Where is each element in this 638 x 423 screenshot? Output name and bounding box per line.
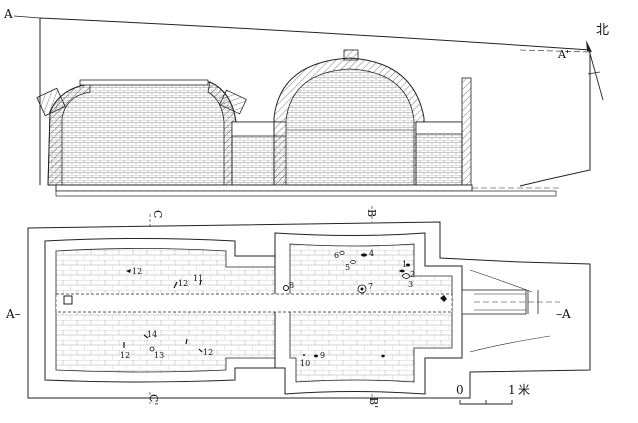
- north-arrow: 北: [586, 23, 609, 101]
- plan-label-a-right: –A: [556, 307, 571, 321]
- artifact-numbers: 1 2 3 4 5 6 7 8 9 10 11 12 12 12 12 13 1…: [120, 249, 415, 368]
- artifact-label: 8: [289, 281, 294, 290]
- artifact-label: 14: [147, 330, 157, 339]
- section-label-a-prime: A': [557, 48, 569, 61]
- east-chamber-elevation: [273, 49, 425, 186]
- elevation-section: [13, 15, 591, 197]
- scale-bar: 0 1 米: [456, 383, 530, 405]
- artifact-label: 9: [320, 351, 325, 360]
- artifact-label: 13: [154, 351, 164, 360]
- north-label: 北: [596, 23, 609, 38]
- artifact-mark: [143, 334, 149, 339]
- artifact-mark: [199, 279, 202, 286]
- artifact-label: 11: [193, 274, 203, 283]
- artifact-label: 2: [410, 270, 415, 279]
- section-labels: A A' B B' C C' A– –A: [3, 7, 571, 408]
- plan-outer-outline: [27, 221, 591, 399]
- arrow-head-icon: [586, 40, 592, 52]
- artifact-mark: [401, 273, 411, 279]
- artifact-label: 12: [178, 279, 188, 288]
- scale-unit: 米: [518, 383, 530, 397]
- scale-one: 1: [508, 383, 516, 397]
- artifact-mark: [185, 338, 188, 345]
- central-channel: [55, 293, 453, 313]
- artifact-label: 10: [300, 359, 310, 368]
- section-label-c-prime: C': [147, 394, 160, 405]
- artifact-mark: [198, 348, 203, 353]
- artifact-mark: [350, 260, 356, 264]
- section-label-c: C: [151, 210, 164, 218]
- artifact-mark: [406, 263, 410, 267]
- artifact-label: 12: [203, 348, 213, 357]
- artifact-label: 3: [408, 280, 413, 289]
- section-label-a: A: [3, 7, 13, 21]
- section-line-a: [13, 15, 41, 19]
- artifact-mark: [149, 346, 155, 352]
- artifact-label: 12: [120, 351, 130, 360]
- artifact-label: 7: [368, 282, 373, 291]
- west-chamber-elevation: [36, 79, 247, 186]
- artifact-mark: [361, 253, 367, 257]
- scale-zero: 0: [456, 383, 464, 397]
- artifact-label: 6: [334, 251, 339, 260]
- artifact-mark: [314, 354, 318, 358]
- artifact-mark: [126, 269, 131, 273]
- base-platform: [55, 184, 473, 192]
- artifact-mark: [399, 269, 405, 273]
- plan-label-a-left: A–: [5, 307, 21, 321]
- section-label-b: B: [365, 209, 378, 217]
- artifact-label: 12: [132, 267, 142, 276]
- plan-view: [27, 206, 591, 404]
- artifact-mark: [440, 295, 447, 302]
- artifact-mark: [283, 285, 289, 291]
- pit-marker: [63, 295, 73, 305]
- artifact-mark: [303, 354, 305, 356]
- artifact-mark: [381, 354, 385, 358]
- artifact-mark: [173, 281, 178, 289]
- section-label-b-prime: B': [367, 397, 380, 408]
- artifact-markers: [123, 251, 447, 358]
- chimney: [461, 77, 472, 186]
- artifact-label: 5: [345, 263, 350, 272]
- artifact-mark: [339, 251, 345, 255]
- artifact-label: 4: [369, 249, 374, 258]
- ground-outline: [39, 17, 591, 187]
- artifact-label: 1: [402, 260, 407, 269]
